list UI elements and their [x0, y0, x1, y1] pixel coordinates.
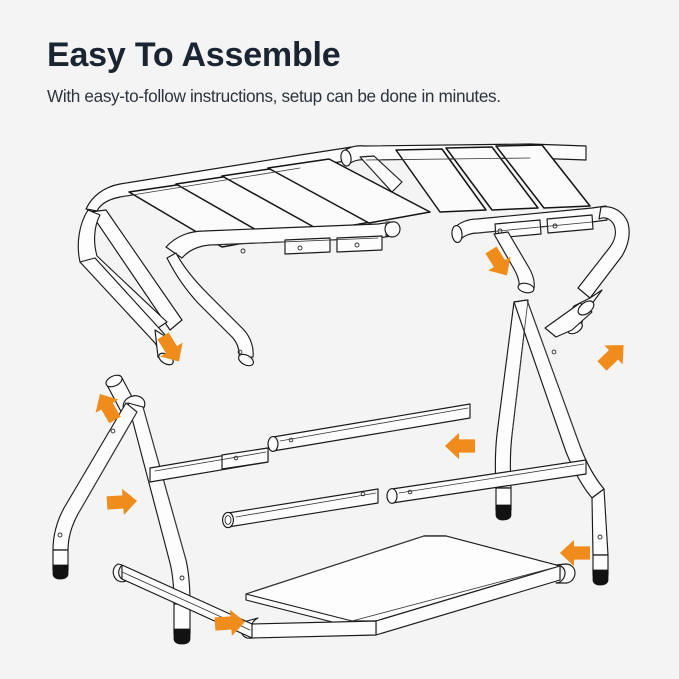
- part-left-leg-assembly: [52, 374, 191, 645]
- part-bottom-shelf: [112, 535, 576, 639]
- arrow-right-leg-up: [592, 335, 633, 376]
- arrow-shelf-left: [559, 539, 590, 567]
- page-subtitle: With easy-to-follow instructions, setup …: [47, 86, 501, 106]
- arrow-left-leg-right: [106, 487, 138, 517]
- crossbar-upper-right: [267, 403, 471, 452]
- crossbar-lower-right: [386, 459, 587, 504]
- arrow-crossbar-left: [444, 432, 475, 460]
- part-top-frame-right: [340, 143, 630, 335]
- part-top-frame-left: [77, 146, 431, 367]
- page-title: Easy To Assemble: [47, 36, 341, 74]
- crossbar-lower-left: [222, 488, 379, 529]
- webbing-straps-right: [395, 144, 591, 213]
- header-block: Easy To Assemble With easy-to-follow ins…: [47, 34, 647, 107]
- part-crossbar-tubes: [149, 403, 587, 529]
- part-right-leg-assembly: [494, 299, 609, 586]
- crossbar-upper-left: [149, 447, 269, 483]
